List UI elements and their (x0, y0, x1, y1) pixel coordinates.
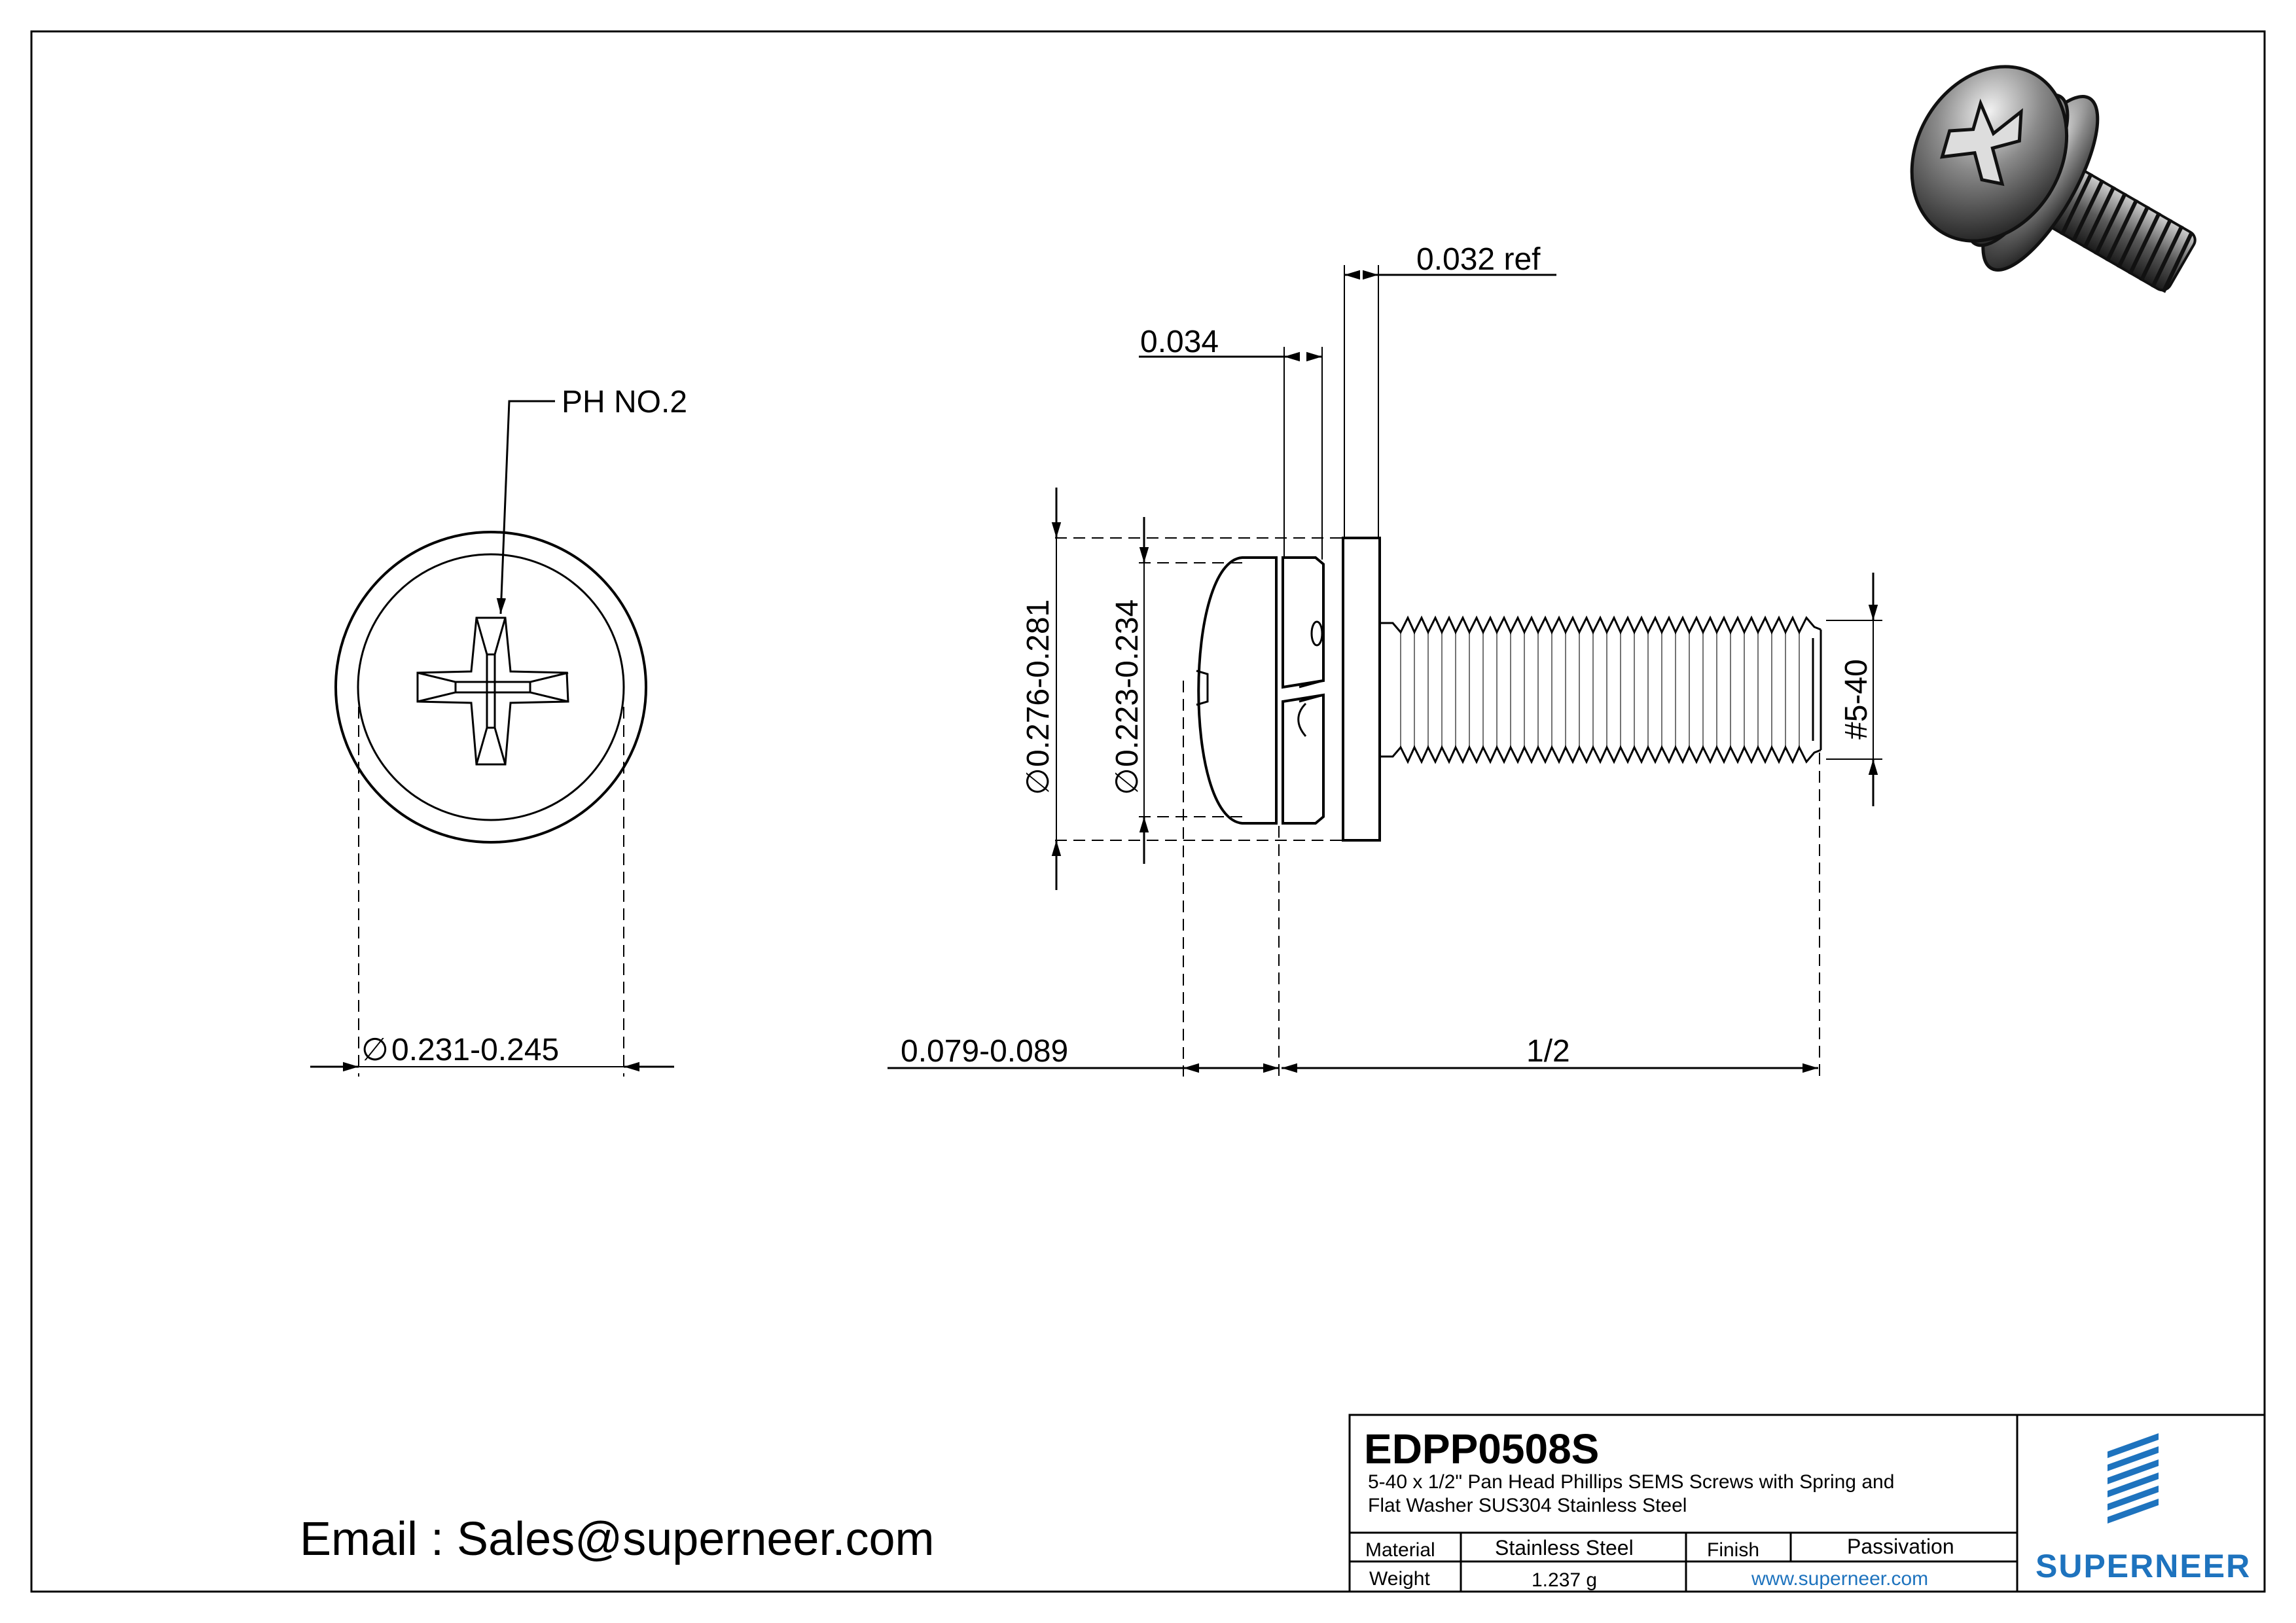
brand-name: SUPERNEER (2036, 1548, 2251, 1584)
callout-recess-label: PH NO.2 (562, 385, 687, 419)
screw-3d-cross-icon (1939, 98, 2023, 187)
dim-head-diameter-symbol: ∅ (1110, 768, 1145, 795)
dim-head-diameter: 0.223-0.234 (1110, 599, 1145, 767)
dim-thread: #5-40 (1839, 659, 1874, 740)
spring-washer-split (1297, 679, 1324, 737)
recess-notch (1196, 669, 1209, 706)
weight-label: Weight (1369, 1568, 1430, 1590)
part-description-1: 5-40 x 1/2" Pan Head Phillips SEMS Screw… (1368, 1471, 1894, 1493)
contact-email: Email : Sales@superneer.com (300, 1513, 935, 1565)
brand-logo-icon (2108, 1433, 2159, 1524)
material-value: Stainless Steel (1495, 1536, 1634, 1560)
dim-washer-thickness: 0.034 (1140, 325, 1219, 359)
thread-end (1812, 630, 1822, 750)
dim-head-height: 0.079-0.089 (901, 1034, 1068, 1069)
weight-value: 1.237 g (1532, 1569, 1597, 1591)
spring-washer-lower (1282, 693, 1325, 825)
dim-top-diameter: 0.231-0.245 (391, 1033, 559, 1067)
dim-length: 1/2 (1526, 1034, 1570, 1069)
material-label: Material (1365, 1539, 1435, 1561)
thread-roots (1380, 745, 1821, 764)
diameter-symbol: ∅ (361, 1033, 389, 1067)
part-description-2: Flat Washer SUS304 Stainless Steel (1368, 1495, 1687, 1516)
thread-crests (1380, 615, 1821, 635)
drawing-border (30, 30, 2266, 1593)
dim-washer-diameter-symbol: ∅ (1021, 768, 1056, 795)
washer-detail (1310, 620, 1323, 647)
website-link[interactable]: www.superneer.com (1751, 1568, 1928, 1590)
title-block-frame (1348, 1414, 2266, 1593)
head-outer-circle (334, 531, 647, 844)
spring-washer (1282, 556, 1325, 689)
dim-washer-diameter: 0.276-0.281 (1021, 599, 1056, 767)
pan-head (1197, 556, 1278, 825)
head-inner-circle (357, 553, 625, 821)
screw-3d-render (1910, 65, 2197, 293)
phillips-recess-icon (416, 616, 569, 766)
top-view: PH NO.2 ∅ 0.231-0.245 (310, 385, 687, 1077)
side-view: ∅ 0.276-0.281 ∅ 0.223-0.234 0.034 0.032 … (888, 242, 1882, 1077)
dim-flat-washer-thickness: 0.032 ref (1416, 242, 1541, 277)
title-block: EDPP0508S 5-40 x 1/2" Pan Head Phillips … (1348, 1414, 2266, 1593)
callout-leader (496, 400, 555, 615)
finish-value: Passivation (1847, 1535, 1954, 1558)
finish-label: Finish (1707, 1539, 1759, 1561)
thread-flanks (1400, 632, 1800, 747)
flat-washer (1342, 537, 1381, 842)
part-number: EDPP0508S (1364, 1425, 1599, 1472)
